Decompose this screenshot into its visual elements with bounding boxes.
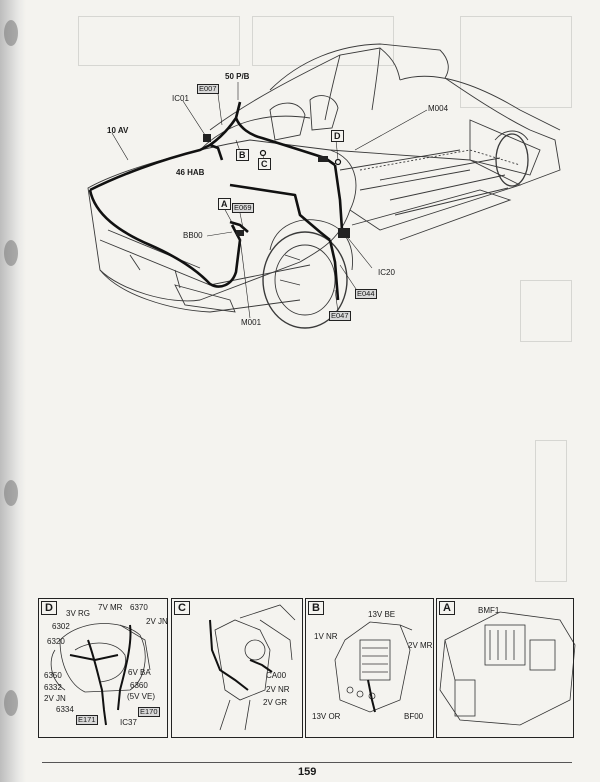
panel-c-tag: C	[174, 601, 190, 615]
marker-b: B	[236, 149, 249, 161]
show-through-table	[535, 440, 567, 582]
label-46-hab: 46 HAB	[176, 168, 205, 177]
a-label-bmf1: BMF1	[478, 606, 500, 615]
label-m004: M004	[428, 104, 449, 113]
d-label-6334: 6334	[56, 705, 74, 714]
label-e047: E047	[329, 311, 351, 321]
detail-panel-a: A	[436, 598, 574, 738]
d-label-6370: 6370	[130, 603, 148, 612]
d-label-3v-rg: 3V RG	[66, 609, 91, 618]
panel-b-drawing	[334, 621, 413, 713]
footer-rule	[42, 762, 572, 763]
d-label-7v-mr: 7V MR	[98, 603, 123, 612]
d-label-6360: 6360	[130, 681, 148, 690]
panel-b-harness	[367, 679, 376, 713]
label-ic01: IC01	[172, 94, 189, 103]
label-10-av: 10 AV	[107, 126, 129, 135]
connectors	[203, 134, 350, 238]
label-e044: E044	[355, 289, 377, 299]
car-body-outline	[87, 43, 561, 329]
page-number: 159	[298, 766, 317, 778]
d-label-ic37: IC37	[120, 718, 137, 727]
d-label-5v-ve: (5V VE)	[127, 692, 156, 701]
c-label-ca00: CA00	[266, 671, 287, 680]
wiring-harness	[88, 101, 344, 301]
detail-panel-b: B	[305, 598, 434, 738]
marker-d: D	[331, 130, 344, 142]
label-e069: E069	[232, 203, 254, 213]
d-label-e170: E170	[138, 707, 160, 717]
c-label-2v-nr: 2V NR	[266, 685, 290, 694]
label-ic20: IC20	[378, 268, 395, 277]
d-label-e171: E171	[76, 715, 98, 725]
label-50-pb: 50 P/B	[225, 72, 250, 81]
leader-lines	[111, 82, 428, 319]
detail-panel-c: C	[171, 598, 303, 738]
d-label-2v-jn-top: 2V JN	[146, 617, 168, 626]
panel-c-harness	[209, 619, 273, 691]
show-through-table	[520, 280, 572, 342]
ground-points	[259, 149, 342, 166]
label-m001: M001	[241, 318, 262, 327]
panel-a-tag: A	[439, 601, 455, 615]
panel-d-tag: D	[41, 601, 57, 615]
show-through-table	[252, 16, 394, 66]
d-label-6v-ba: 6V BA	[128, 668, 151, 677]
marker-a: A	[218, 198, 231, 210]
binding-hole	[4, 240, 18, 266]
label-e007: E007	[197, 84, 219, 94]
marker-c: C	[258, 158, 271, 170]
panel-b-tag: B	[308, 601, 324, 615]
c-label-2v-gr: 2V GR	[263, 698, 288, 707]
d-label-6350: 6350	[44, 671, 62, 680]
panel-a-drawing	[439, 611, 576, 726]
b-label-1v-nr: 1V NR	[314, 632, 338, 641]
panel-d-harness	[69, 624, 132, 726]
label-bb00: BB00	[183, 231, 203, 240]
detail-panel-d: D	[38, 598, 168, 738]
b-label-bf00: BF00	[404, 712, 424, 721]
binding-hole	[4, 690, 18, 716]
show-through-table	[78, 16, 240, 66]
binding-hole	[4, 480, 18, 506]
page-binding-edge	[0, 0, 26, 782]
b-label-13v-be: 13V BE	[368, 610, 396, 619]
d-label-6332: 6332	[44, 683, 62, 692]
d-label-6302: 6302	[52, 622, 70, 631]
binding-hole	[4, 20, 18, 46]
b-label-2v-mr: 2V MR	[408, 641, 433, 650]
d-label-6320: 6320	[47, 637, 65, 646]
d-label-2v-jn-bot: 2V JN	[44, 694, 66, 703]
b-label-13v-or: 13V OR	[312, 712, 341, 721]
